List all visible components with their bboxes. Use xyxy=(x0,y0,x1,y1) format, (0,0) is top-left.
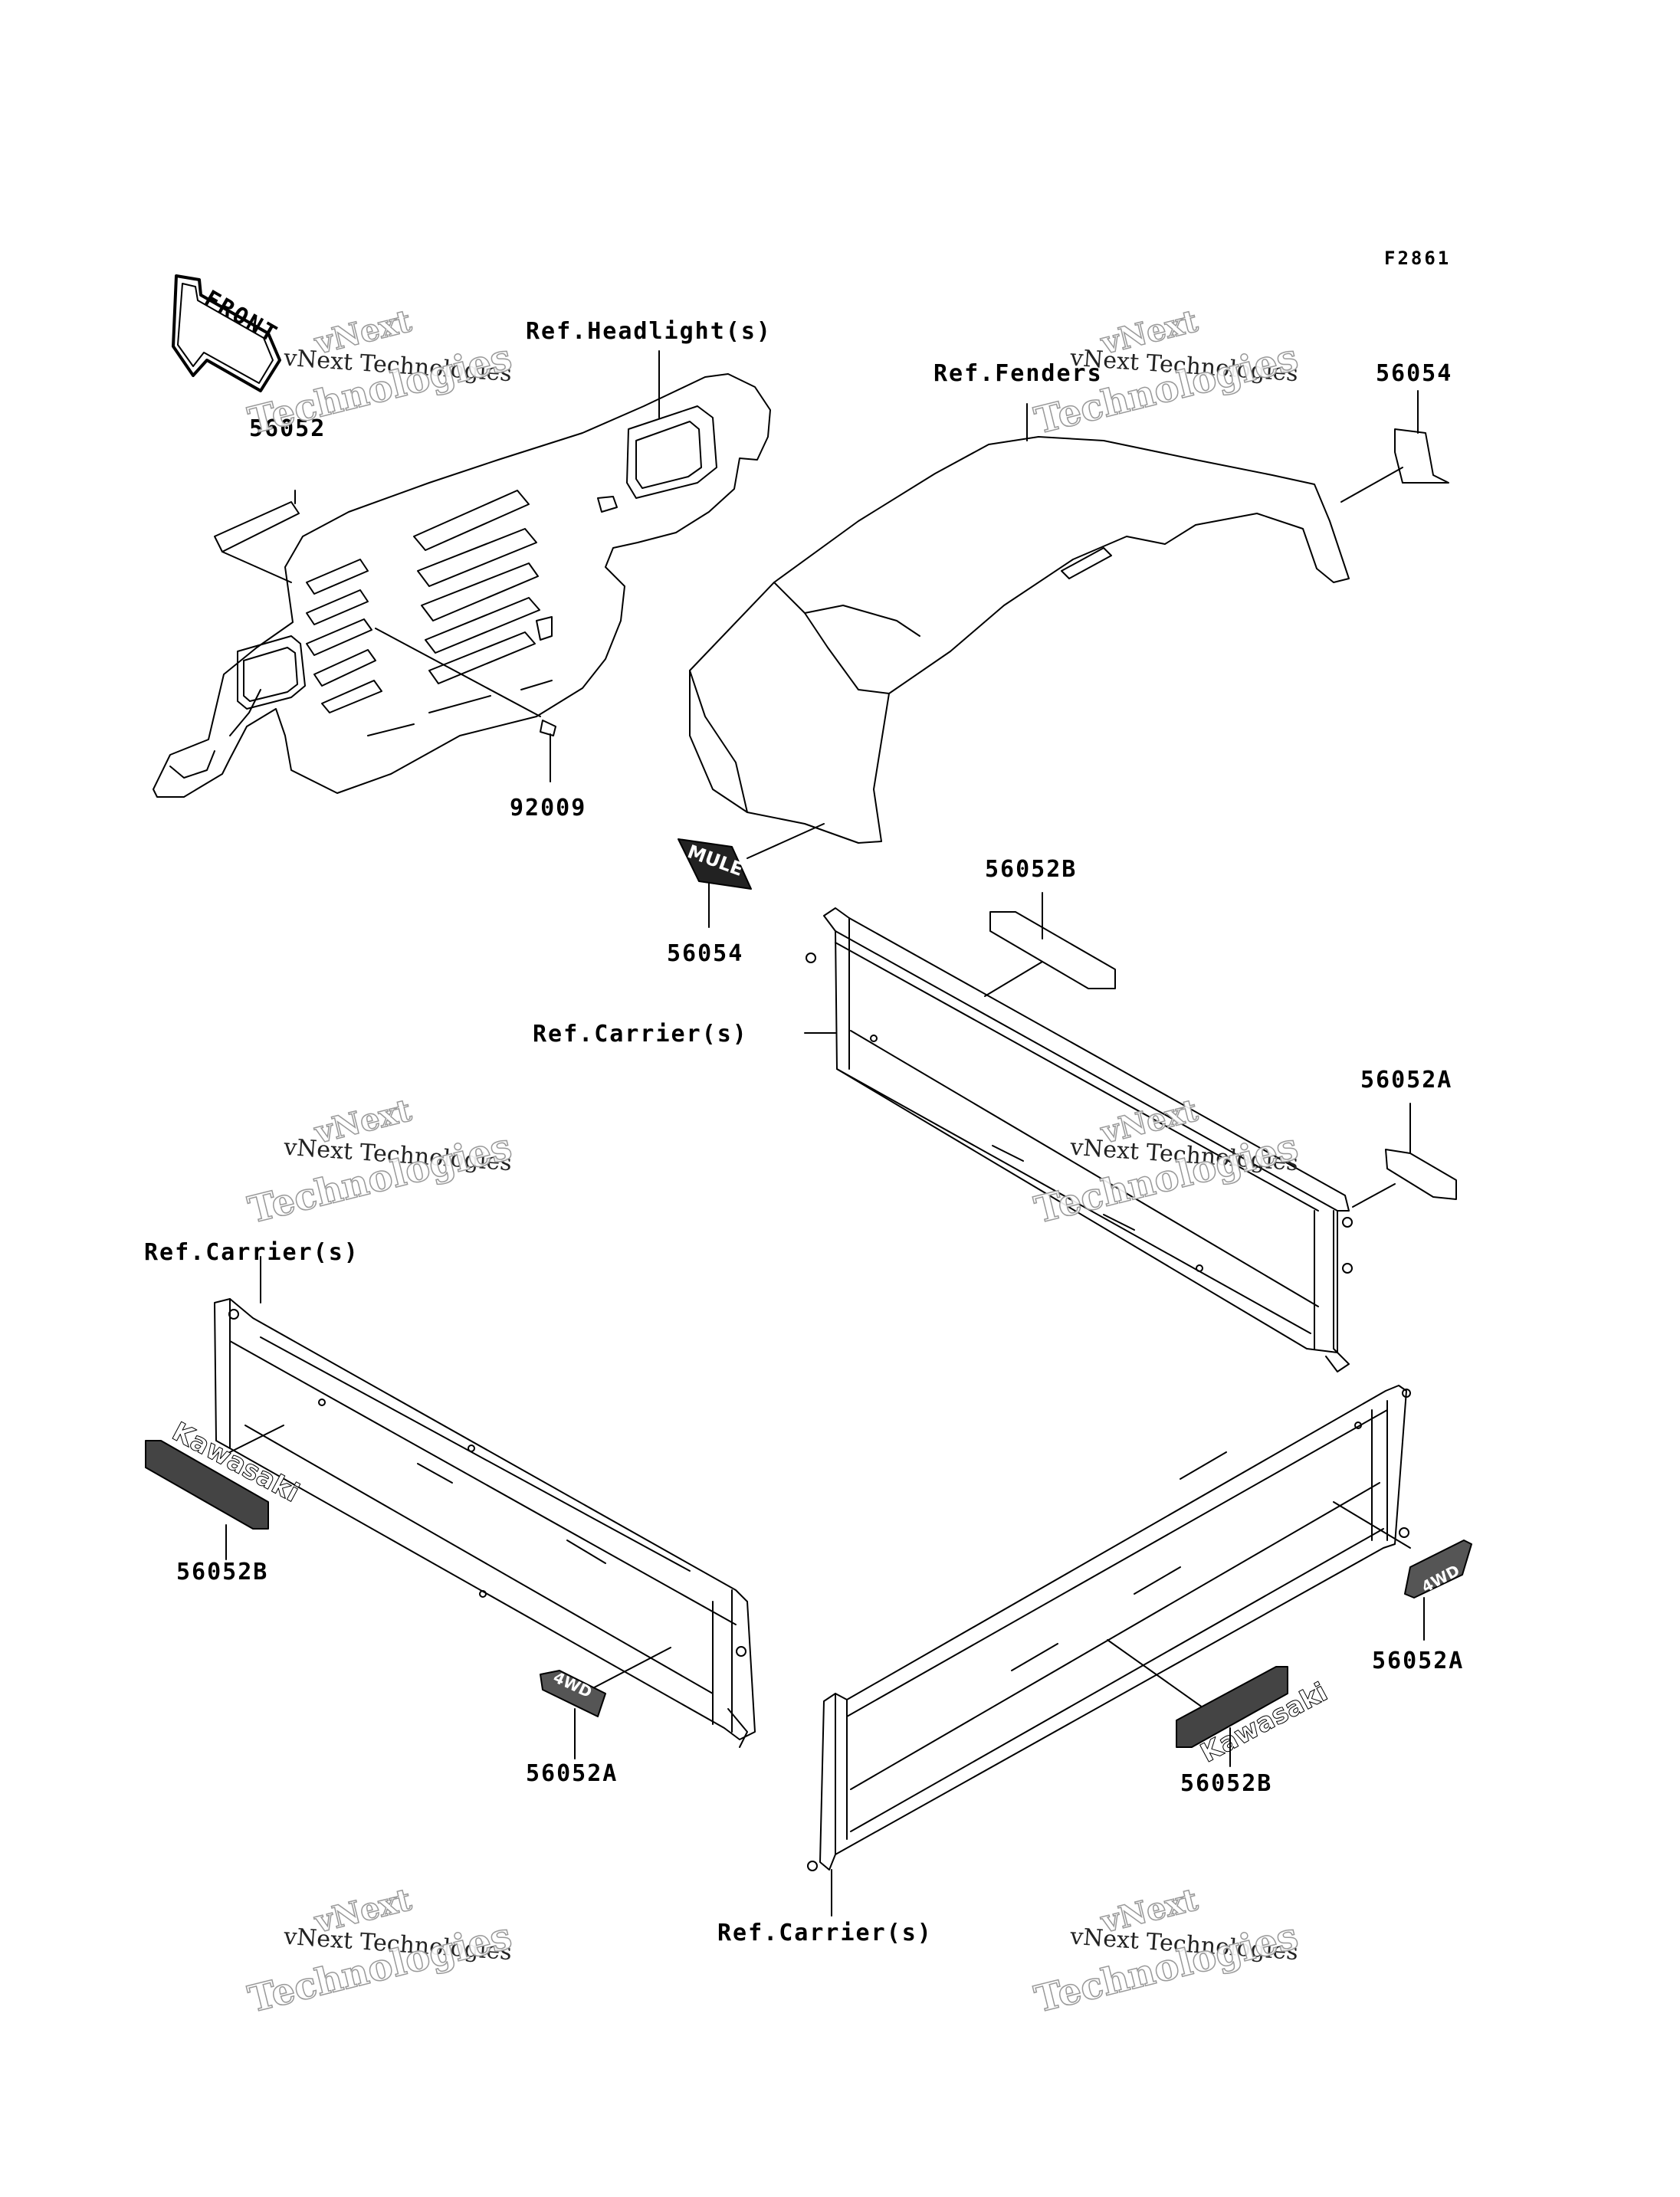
label-56052b-top: 56052B xyxy=(985,856,1078,883)
label-56052b-left: 56052B xyxy=(176,1559,269,1585)
front-arrow-icon: FRONT xyxy=(173,276,283,391)
label-ref-fenders: Ref.Fenders xyxy=(934,360,1103,387)
carrier-gate-upper xyxy=(805,893,1456,1372)
front-panel-grille xyxy=(153,351,770,797)
label-ref-headlights: Ref.Headlight(s) xyxy=(526,318,772,345)
mule-decal: MULE xyxy=(678,839,751,927)
label-92009: 92009 xyxy=(510,795,587,821)
rear-fenders xyxy=(690,391,1449,858)
label-56052a-left: 56052A xyxy=(526,1760,619,1787)
label-56054-top: 56054 xyxy=(1376,360,1453,387)
label-56052a-right: 56052A xyxy=(1360,1067,1453,1094)
figure-code: F2861 xyxy=(1384,248,1452,269)
label-ref-carrier-bottom: Ref.Carrier(s) xyxy=(717,1920,933,1946)
carrier-gate-left: Kawasaki 4WD xyxy=(146,1257,755,1759)
label-ref-carrier-left: Ref.Carrier(s) xyxy=(144,1239,359,1266)
label-56054-mid: 56054 xyxy=(667,940,744,967)
label-56052b-lower-right: 56052B xyxy=(1180,1770,1273,1797)
label-56052: 56052 xyxy=(249,415,326,442)
label-56052a-lower-right: 56052A xyxy=(1372,1648,1465,1674)
label-ref-carrier-top: Ref.Carrier(s) xyxy=(533,1021,748,1048)
